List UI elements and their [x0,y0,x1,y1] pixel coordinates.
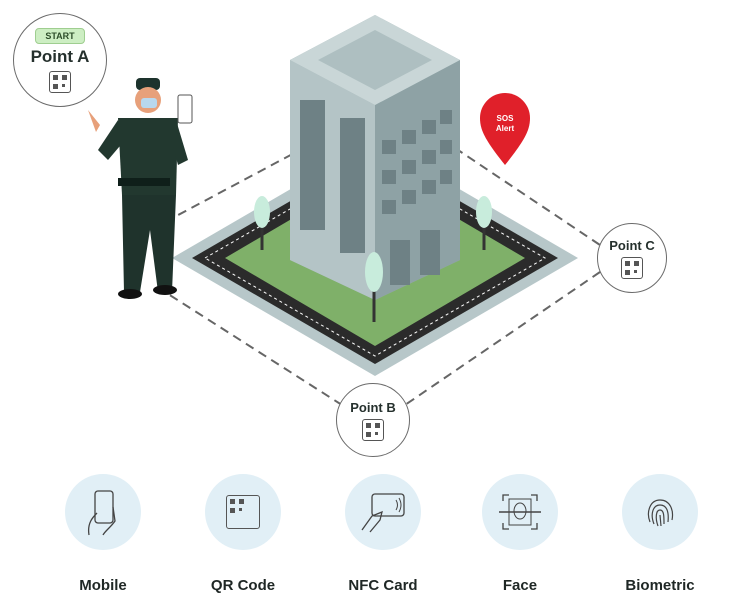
method-biometric: Biometric [615,474,705,594]
security-guard [88,78,193,299]
fingerprint-icon [647,499,674,527]
checkpoint-a[interactable]: START Point A [13,13,107,107]
sos-pin [480,93,530,165]
sos-alert-label: SOS Alert [495,114,515,133]
nfc-card-icon [361,493,405,533]
method-nfc-card: NFC Card [338,474,428,594]
qr-code-icon [49,70,71,93]
patrol-route [164,147,601,406]
trees [254,196,492,322]
method-qr-code: QR Code [198,474,288,594]
qr-code-icon [621,256,643,279]
method-label: Biometric [625,577,695,594]
checkpoint-b[interactable]: Point B [336,383,410,457]
checkpoint-label: Point B [350,399,396,415]
building [290,15,460,300]
mobile-hand-icon [87,490,116,536]
qr-code-icon [226,495,260,529]
method-label: Mobile [79,577,127,594]
checkpoint-label: Point C [609,237,655,253]
method-mobile: Mobile [58,474,148,594]
method-face: Face [475,474,565,594]
checkpoint-label: Point A [30,46,90,66]
method-label: QR Code [210,577,276,594]
qr-code-icon [362,418,384,441]
checkpoint-c[interactable]: Point C [597,223,667,293]
face-scan-icon [499,494,541,530]
method-label: NFC Card [348,577,418,594]
method-label: Face [502,577,538,594]
start-badge: START [35,27,85,44]
